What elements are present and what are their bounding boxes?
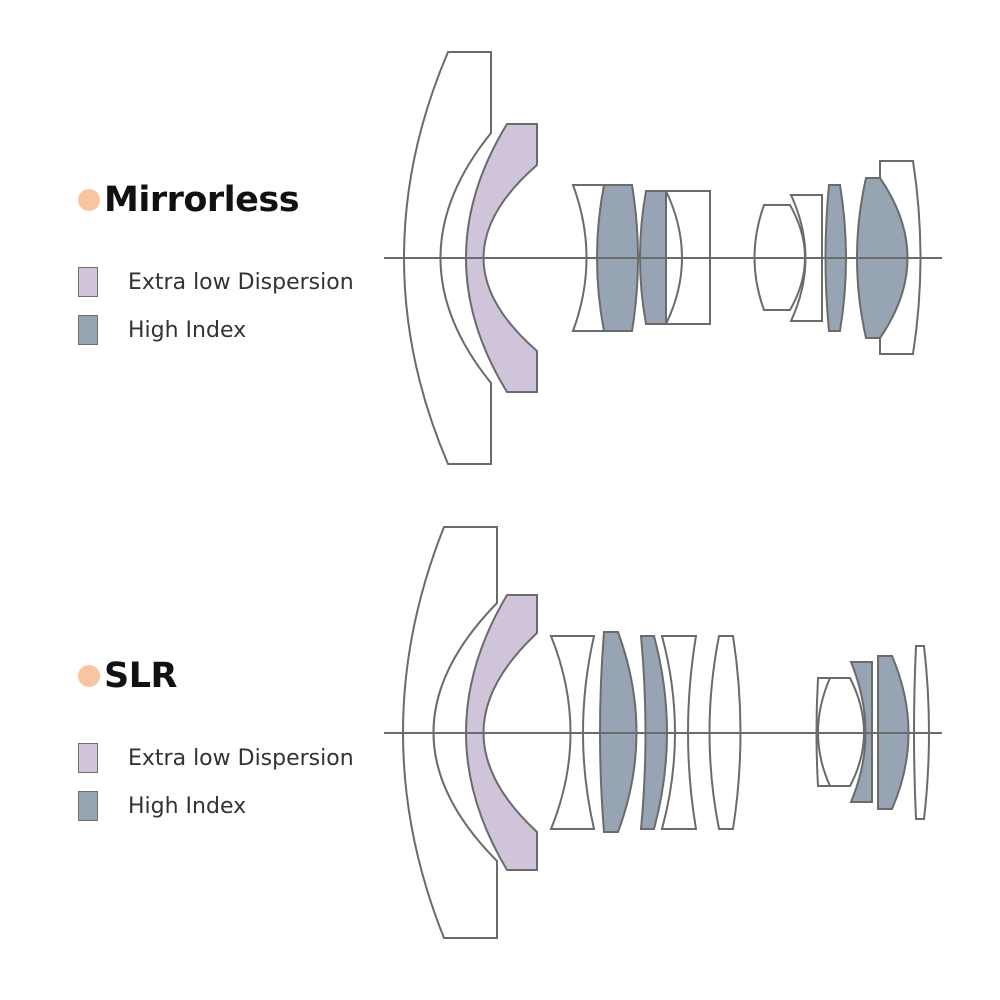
legend-label: High Index <box>128 317 247 343</box>
legend-label: Extra low Dispersion <box>128 745 354 771</box>
high-index-swatch <box>78 315 98 345</box>
high-index-swatch <box>78 791 98 821</box>
lens-element-ed <box>465 594 538 871</box>
orange-dot-icon <box>78 665 100 687</box>
mirrorless-title: Mirrorless <box>104 180 300 220</box>
extra-low-dispersion-swatch <box>78 743 98 773</box>
lens-element <box>403 51 492 465</box>
legend-item-high-index: High Index <box>78 791 246 821</box>
extra-low-dispersion-swatch <box>78 267 98 297</box>
legend-item-extra-low-dispersion: Extra low Dispersion <box>78 743 354 773</box>
legend-label: High Index <box>128 793 247 819</box>
slr-title: SLR <box>104 656 177 696</box>
lens-element-ed <box>465 123 538 393</box>
legend-item-high-index: High Index <box>78 315 246 345</box>
legend-label: Extra low Dispersion <box>128 269 354 295</box>
slr-section: SLR Extra low Dispersion High Index <box>0 476 1000 976</box>
slr-title-row: SLR <box>78 656 177 696</box>
lens-element-hi <box>849 661 873 803</box>
slr-lens-diagram <box>384 526 942 939</box>
orange-dot-icon <box>78 189 100 211</box>
legend-item-extra-low-dispersion: Extra low Dispersion <box>78 267 354 297</box>
mirrorless-title-row: Mirrorless <box>78 180 300 220</box>
lens-element <box>402 526 498 939</box>
mirrorless-lens-diagram <box>384 51 942 465</box>
mirrorless-section: Mirrorless Extra low Dispersion High Ind… <box>78 51 942 465</box>
